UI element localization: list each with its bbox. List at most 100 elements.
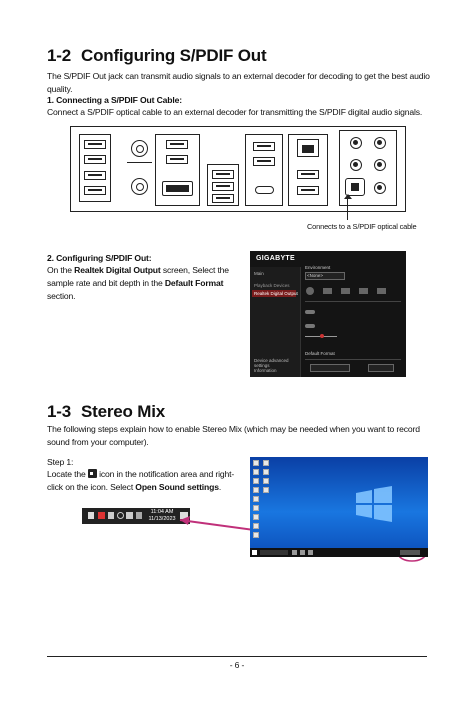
section-title: Configuring S/PDIF Out [81, 46, 267, 65]
start-button-icon[interactable] [252, 550, 257, 555]
tray-date: 11/13/2023 [148, 516, 176, 522]
callout-line [347, 196, 348, 220]
desktop-icon[interactable] [253, 460, 259, 466]
gigabyte-sidebar: Main Playback Devices Realtek Digital Ou… [250, 267, 301, 377]
desktop-icon[interactable] [253, 532, 259, 538]
taskbar-app-icon[interactable] [292, 550, 297, 555]
speaker-icon[interactable] [126, 512, 133, 519]
section-number: 1-2 [47, 46, 71, 65]
audio-jack [350, 159, 362, 171]
desktop-icon[interactable] [263, 469, 269, 475]
intro-paragraph: The S/PDIF Out jack can transmit audio s… [47, 71, 430, 94]
default-format-label: Default Format [164, 278, 224, 288]
open-sound-settings-label: Open Sound settings [135, 482, 219, 492]
desktop-icon[interactable] [253, 523, 259, 529]
sample-rate-select[interactable] [310, 364, 350, 372]
step1-heading: 1. Connecting a S/PDIF Out Cable: [47, 95, 182, 105]
network-icon[interactable] [117, 512, 124, 519]
usb-port [84, 171, 106, 180]
taskbar-tray[interactable] [400, 550, 420, 555]
desktop-icon[interactable] [263, 487, 269, 493]
realtek-digital-output-label: Realtek Digital Output [74, 265, 161, 275]
usb-port [212, 170, 234, 179]
usb-port [166, 140, 188, 149]
usb-port [212, 194, 234, 203]
desktop-icon[interactable] [253, 514, 259, 520]
environment-select[interactable] [305, 272, 345, 280]
desktop-icon[interactable] [253, 469, 259, 475]
environment-label: Environment [305, 265, 331, 270]
env-icon[interactable] [359, 288, 368, 294]
usb-port [297, 170, 319, 179]
usb-port [297, 186, 319, 195]
show-hidden-icons-icon[interactable] [88, 512, 94, 519]
toggle-switch[interactable] [305, 310, 315, 314]
volume-slider-handle[interactable] [320, 334, 324, 338]
taskbar-app-icon[interactable] [308, 550, 313, 555]
tray-clock[interactable]: 11:04 AM 11/13/2023 [146, 509, 178, 523]
tray-app-icon[interactable] [98, 512, 105, 519]
environment-select-value: <None> [307, 273, 324, 278]
bit-depth-select[interactable] [368, 364, 394, 372]
usb-port [84, 140, 106, 149]
step2-text-part: On the [47, 265, 75, 275]
section-heading: 1-3 Stereo Mix [47, 402, 165, 422]
sidebar-item-main[interactable]: Main [254, 271, 264, 276]
sidebar-item-device-advanced[interactable]: Device advanced settings [254, 358, 289, 368]
step2-text-part: screen, Select the sample rate and bit d… [47, 265, 229, 288]
usb-type-c-port [255, 186, 274, 194]
desktop-icon[interactable] [253, 496, 259, 502]
taskbar [250, 548, 428, 557]
audio-jack [374, 182, 386, 194]
step-label: Step 1: [47, 457, 74, 467]
usb-port [84, 155, 106, 164]
diagram-callout-label: Connects to a S/PDIF optical cable [307, 222, 417, 231]
spdif-optical-port-inner [351, 183, 359, 191]
io-panel-diagram [70, 126, 406, 212]
step2-text: On the Realtek Digital Output screen, Se… [47, 264, 245, 303]
env-icon[interactable] [377, 288, 386, 294]
windows-logo-icon [356, 486, 392, 522]
tray-app-icon[interactable] [108, 512, 114, 519]
lan-port-inner [302, 145, 314, 153]
sidebar-item-playback[interactable]: Playback Devices [254, 283, 290, 288]
section-title: Stereo Mix [81, 402, 165, 421]
desktop-icon[interactable] [253, 478, 259, 484]
hdmi-port-inner [166, 185, 189, 192]
callout-arrow-icon [344, 194, 352, 199]
step-text: Locate the icon in the notification area… [47, 468, 247, 494]
divider [127, 162, 152, 163]
desktop-icon[interactable] [263, 460, 269, 466]
desktop-icon[interactable] [253, 487, 259, 493]
sidebar-item-realtek-digital-output[interactable]: Realtek Digital Output [254, 291, 298, 296]
audio-jack [374, 159, 386, 171]
stereo-mix-intro: The following steps explain how to enabl… [47, 424, 420, 447]
environment-icon-row [306, 287, 398, 297]
sidebar-item-active-bg [252, 290, 296, 297]
gigabyte-audio-screenshot: GIGABYTE Main Playback Devices Realtek D… [250, 251, 406, 377]
tray-app-icon[interactable] [136, 512, 142, 519]
desktop-icon[interactable] [253, 505, 259, 511]
usb-port [166, 155, 188, 164]
step-text-part: Locate the [47, 469, 88, 479]
toggle-switch[interactable] [305, 324, 315, 328]
audio-jack [350, 137, 362, 149]
sidebar-item-information[interactable]: Information [254, 368, 277, 373]
section-number: 1-3 [47, 402, 71, 421]
usb-port [84, 186, 106, 195]
step1-text: Connect a S/PDIF optical cable to an ext… [47, 107, 423, 117]
taskbar-app-icon[interactable] [300, 550, 305, 555]
section-heading: 1-2 Configuring S/PDIF Out [47, 46, 267, 66]
env-icon[interactable] [341, 288, 350, 294]
env-icon[interactable] [323, 288, 332, 294]
env-icon[interactable] [306, 287, 314, 295]
desktop-icon[interactable] [263, 478, 269, 484]
step-text-part: . [218, 482, 222, 492]
audio-jack [374, 137, 386, 149]
taskbar-search[interactable] [260, 550, 288, 555]
speaker-icon [87, 469, 97, 478]
action-center-icon[interactable] [180, 512, 188, 519]
divider [305, 359, 401, 360]
step2-text-part: section. [47, 291, 76, 301]
